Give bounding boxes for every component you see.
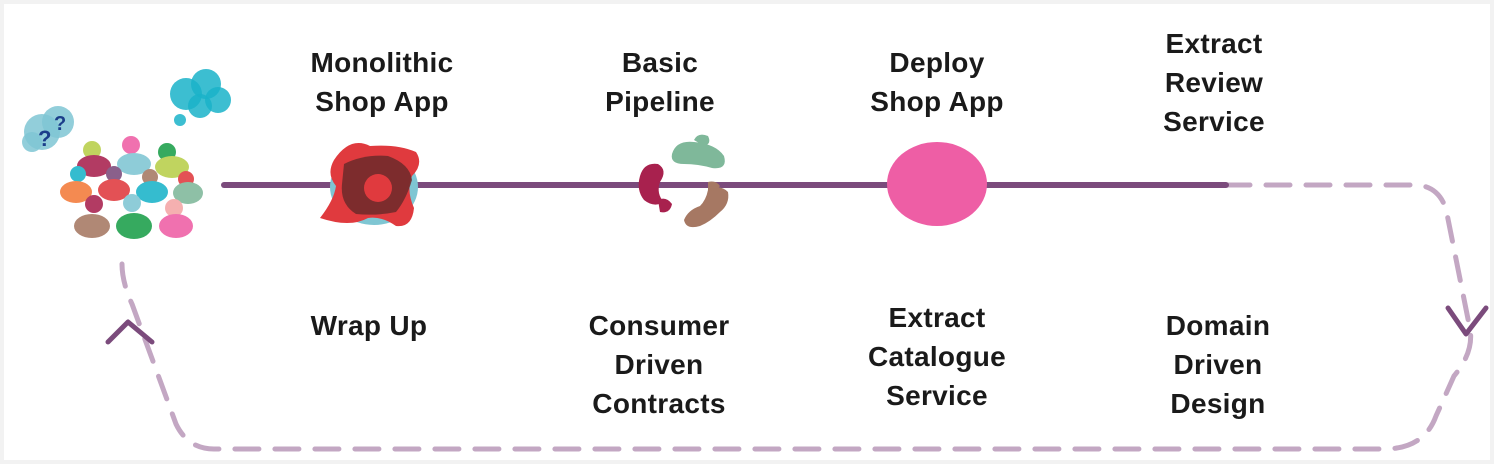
step-consumer-driven-contracts: Consumer Driven Contracts (588, 310, 730, 419)
step-domain-driven-design: Domain Driven Design (1165, 310, 1271, 419)
step-extract-review-service: Extract Review Service (1163, 28, 1265, 137)
dashed-loop-path (119, 182, 1474, 452)
up-arrow-icon (105, 319, 155, 345)
svg-text:?: ? (38, 126, 51, 151)
svg-text:?: ? (54, 113, 66, 135)
step-wrap-up: Wrap Up (310, 310, 428, 341)
workshop-roadmap: ? ? (4, 4, 1490, 460)
deploy-icon (887, 142, 987, 226)
question-bubble-icon: ? ? (22, 106, 74, 152)
pipeline-icon (638, 134, 729, 228)
step-extract-catalogue-service: Extract Catalogue Service (867, 302, 1007, 411)
monolith-icon (320, 143, 420, 227)
thought-bubble-icon (170, 69, 231, 126)
audience-icon: ? ? (22, 69, 231, 239)
step-monolithic-shop-app: Monolithic Shop App (310, 47, 454, 117)
roadmap-diagram: ? ? (22, 69, 1489, 452)
step-deploy-shop-app: Deploy Shop App (870, 47, 1004, 117)
down-arrow-icon (1445, 305, 1489, 337)
step-basic-pipeline: Basic Pipeline (605, 47, 715, 117)
